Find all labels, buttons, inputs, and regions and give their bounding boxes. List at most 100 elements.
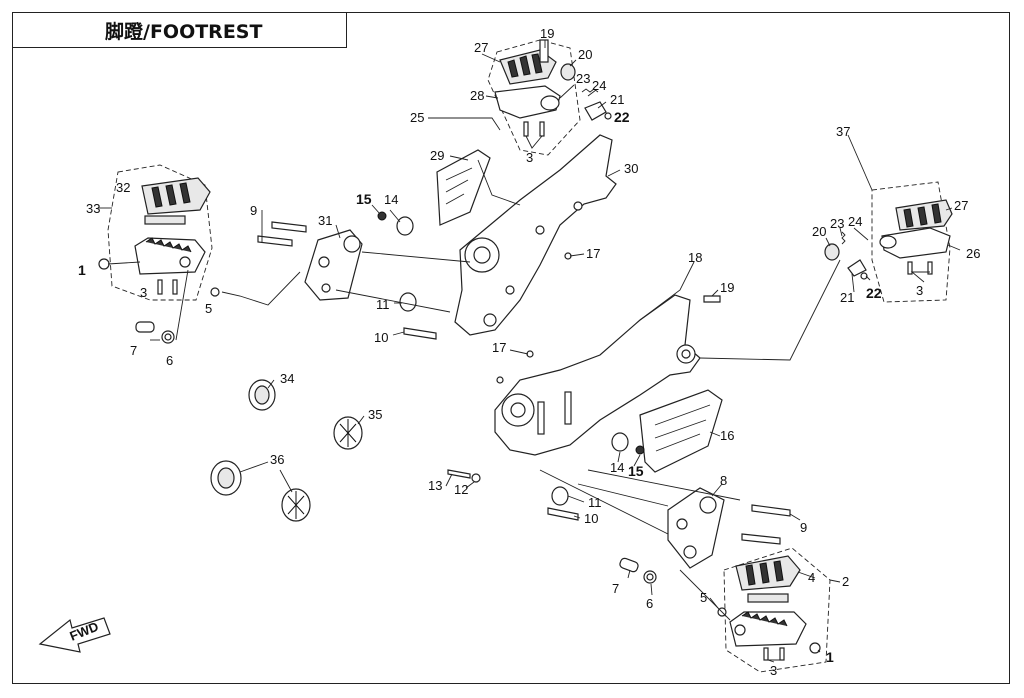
fwd-arrow-icon: FWD [38, 617, 111, 653]
callout-13: 13 [428, 478, 442, 493]
bracket-plate-31 [304, 229, 363, 301]
lower-footpeg-assembly-2 [717, 547, 831, 673]
bolts-9-left [257, 221, 307, 247]
callout-10-upper: 10 [374, 330, 388, 345]
spring-6-lower [643, 570, 657, 584]
callout-35: 35 [368, 407, 382, 422]
footpeg-body-left [134, 237, 206, 275]
callout-11-lower: 11 [588, 495, 602, 510]
callout-11-upper: 11 [376, 297, 390, 312]
bushing-35 [333, 416, 363, 450]
bolt-17-lower [496, 350, 534, 384]
callout-27-top: 27 [474, 40, 488, 55]
callout-37: 37 [836, 124, 850, 139]
callout-9-right: 9 [800, 520, 807, 535]
bolts-3-top [523, 121, 545, 137]
spring-23-right [841, 231, 846, 245]
footpeg-26 [879, 227, 951, 259]
callout-1-left: 1 [78, 262, 86, 278]
callout-19-top: 19 [540, 26, 554, 41]
washer-11-lower [551, 486, 569, 506]
callout-3-left: 3 [140, 285, 147, 300]
washer-14-upper [396, 216, 414, 236]
footpeg-rubber-27-top [499, 49, 557, 85]
callout-15-upper: 15 [356, 191, 372, 207]
callout-19-right: 19 [720, 280, 734, 295]
callout-6-left: 6 [166, 353, 173, 368]
bolt-10-upper [403, 327, 437, 340]
nut-1-lower [809, 642, 821, 654]
heel-guard-16 [639, 389, 723, 473]
callout-26: 26 [966, 246, 980, 261]
washer-20-top [560, 63, 576, 81]
bracket-plate-8 [667, 487, 725, 569]
washer-20-right [824, 243, 840, 261]
left-footpeg-assembly-33 [98, 164, 220, 301]
washer-5-left [210, 287, 220, 297]
callout-4: 4 [808, 570, 815, 585]
leader-lines [98, 40, 961, 663]
callout-27-right: 27 [954, 198, 968, 213]
spring-6-left [161, 330, 175, 344]
footpeg-body-lower [729, 611, 807, 647]
callout-14-upper: 14 [384, 192, 398, 207]
callout-31: 31 [318, 213, 332, 228]
washer-12 [471, 473, 481, 483]
right-footpeg-assembly-37 [824, 181, 953, 303]
callout-25: 25 [410, 110, 424, 125]
callout-6-lower: 6 [646, 596, 653, 611]
callout-7-left: 7 [130, 343, 137, 358]
callout-22-right: 22 [866, 285, 882, 301]
callout-18: 18 [688, 250, 702, 265]
callout-3-right: 3 [916, 283, 923, 298]
clip-22-top [604, 112, 612, 120]
callout-15-lower: 15 [628, 463, 644, 479]
clip-22-right [860, 272, 868, 280]
footpeg-rubber-32 [141, 177, 211, 215]
bolts-3-lower [763, 647, 785, 661]
callout-labels: 1 1 2 3 3 3 3 4 5 5 6 6 7 7 8 9 9 10 10 … [78, 26, 980, 678]
callout-9-left: 9 [250, 203, 257, 218]
bolts-3-left [157, 279, 178, 295]
plate-21-right [847, 259, 867, 277]
callout-33: 33 [86, 201, 100, 216]
title-block: 脚蹬/FOOTREST [12, 12, 347, 48]
bushing-36-a [210, 460, 242, 496]
footpeg-28-top [494, 85, 561, 119]
callout-16: 16 [720, 428, 734, 443]
callout-28: 28 [470, 88, 484, 103]
callout-20-right: 20 [812, 224, 826, 239]
top-footpeg-assembly [487, 39, 612, 156]
callout-2: 2 [842, 574, 849, 589]
callout-23-right: 23 [830, 216, 844, 231]
callout-17-lower: 17 [492, 340, 506, 355]
pin-7-left [135, 321, 155, 333]
callout-34: 34 [280, 371, 294, 386]
footpeg-rubber-4 [735, 555, 801, 591]
callout-24-right: 24 [848, 214, 862, 229]
pin-7-lower [619, 557, 639, 573]
callout-3-top: 3 [526, 150, 533, 165]
pin-19-top [539, 39, 549, 63]
bolts-3-right [907, 261, 933, 275]
bolts-9-right [741, 504, 791, 545]
upper-bracket-30 [454, 134, 617, 336]
washer-11-upper [399, 292, 417, 312]
lower-bracket-18 [494, 294, 701, 456]
drawing-frame [12, 12, 1010, 684]
washer-14-lower [611, 432, 629, 452]
callout-21-right: 21 [840, 290, 854, 305]
callout-12: 12 [454, 482, 468, 497]
footpeg-rubber-27-right [895, 199, 953, 231]
callout-7-lower: 7 [612, 581, 619, 596]
callout-14-lower: 14 [610, 460, 624, 475]
callout-17-upper: 17 [586, 246, 600, 261]
callout-29: 29 [430, 148, 444, 163]
callout-8: 8 [720, 473, 727, 488]
callout-36: 36 [270, 452, 284, 467]
bolt-13 [447, 469, 471, 479]
callout-3-lower: 3 [770, 663, 777, 678]
callout-32: 32 [116, 180, 130, 195]
